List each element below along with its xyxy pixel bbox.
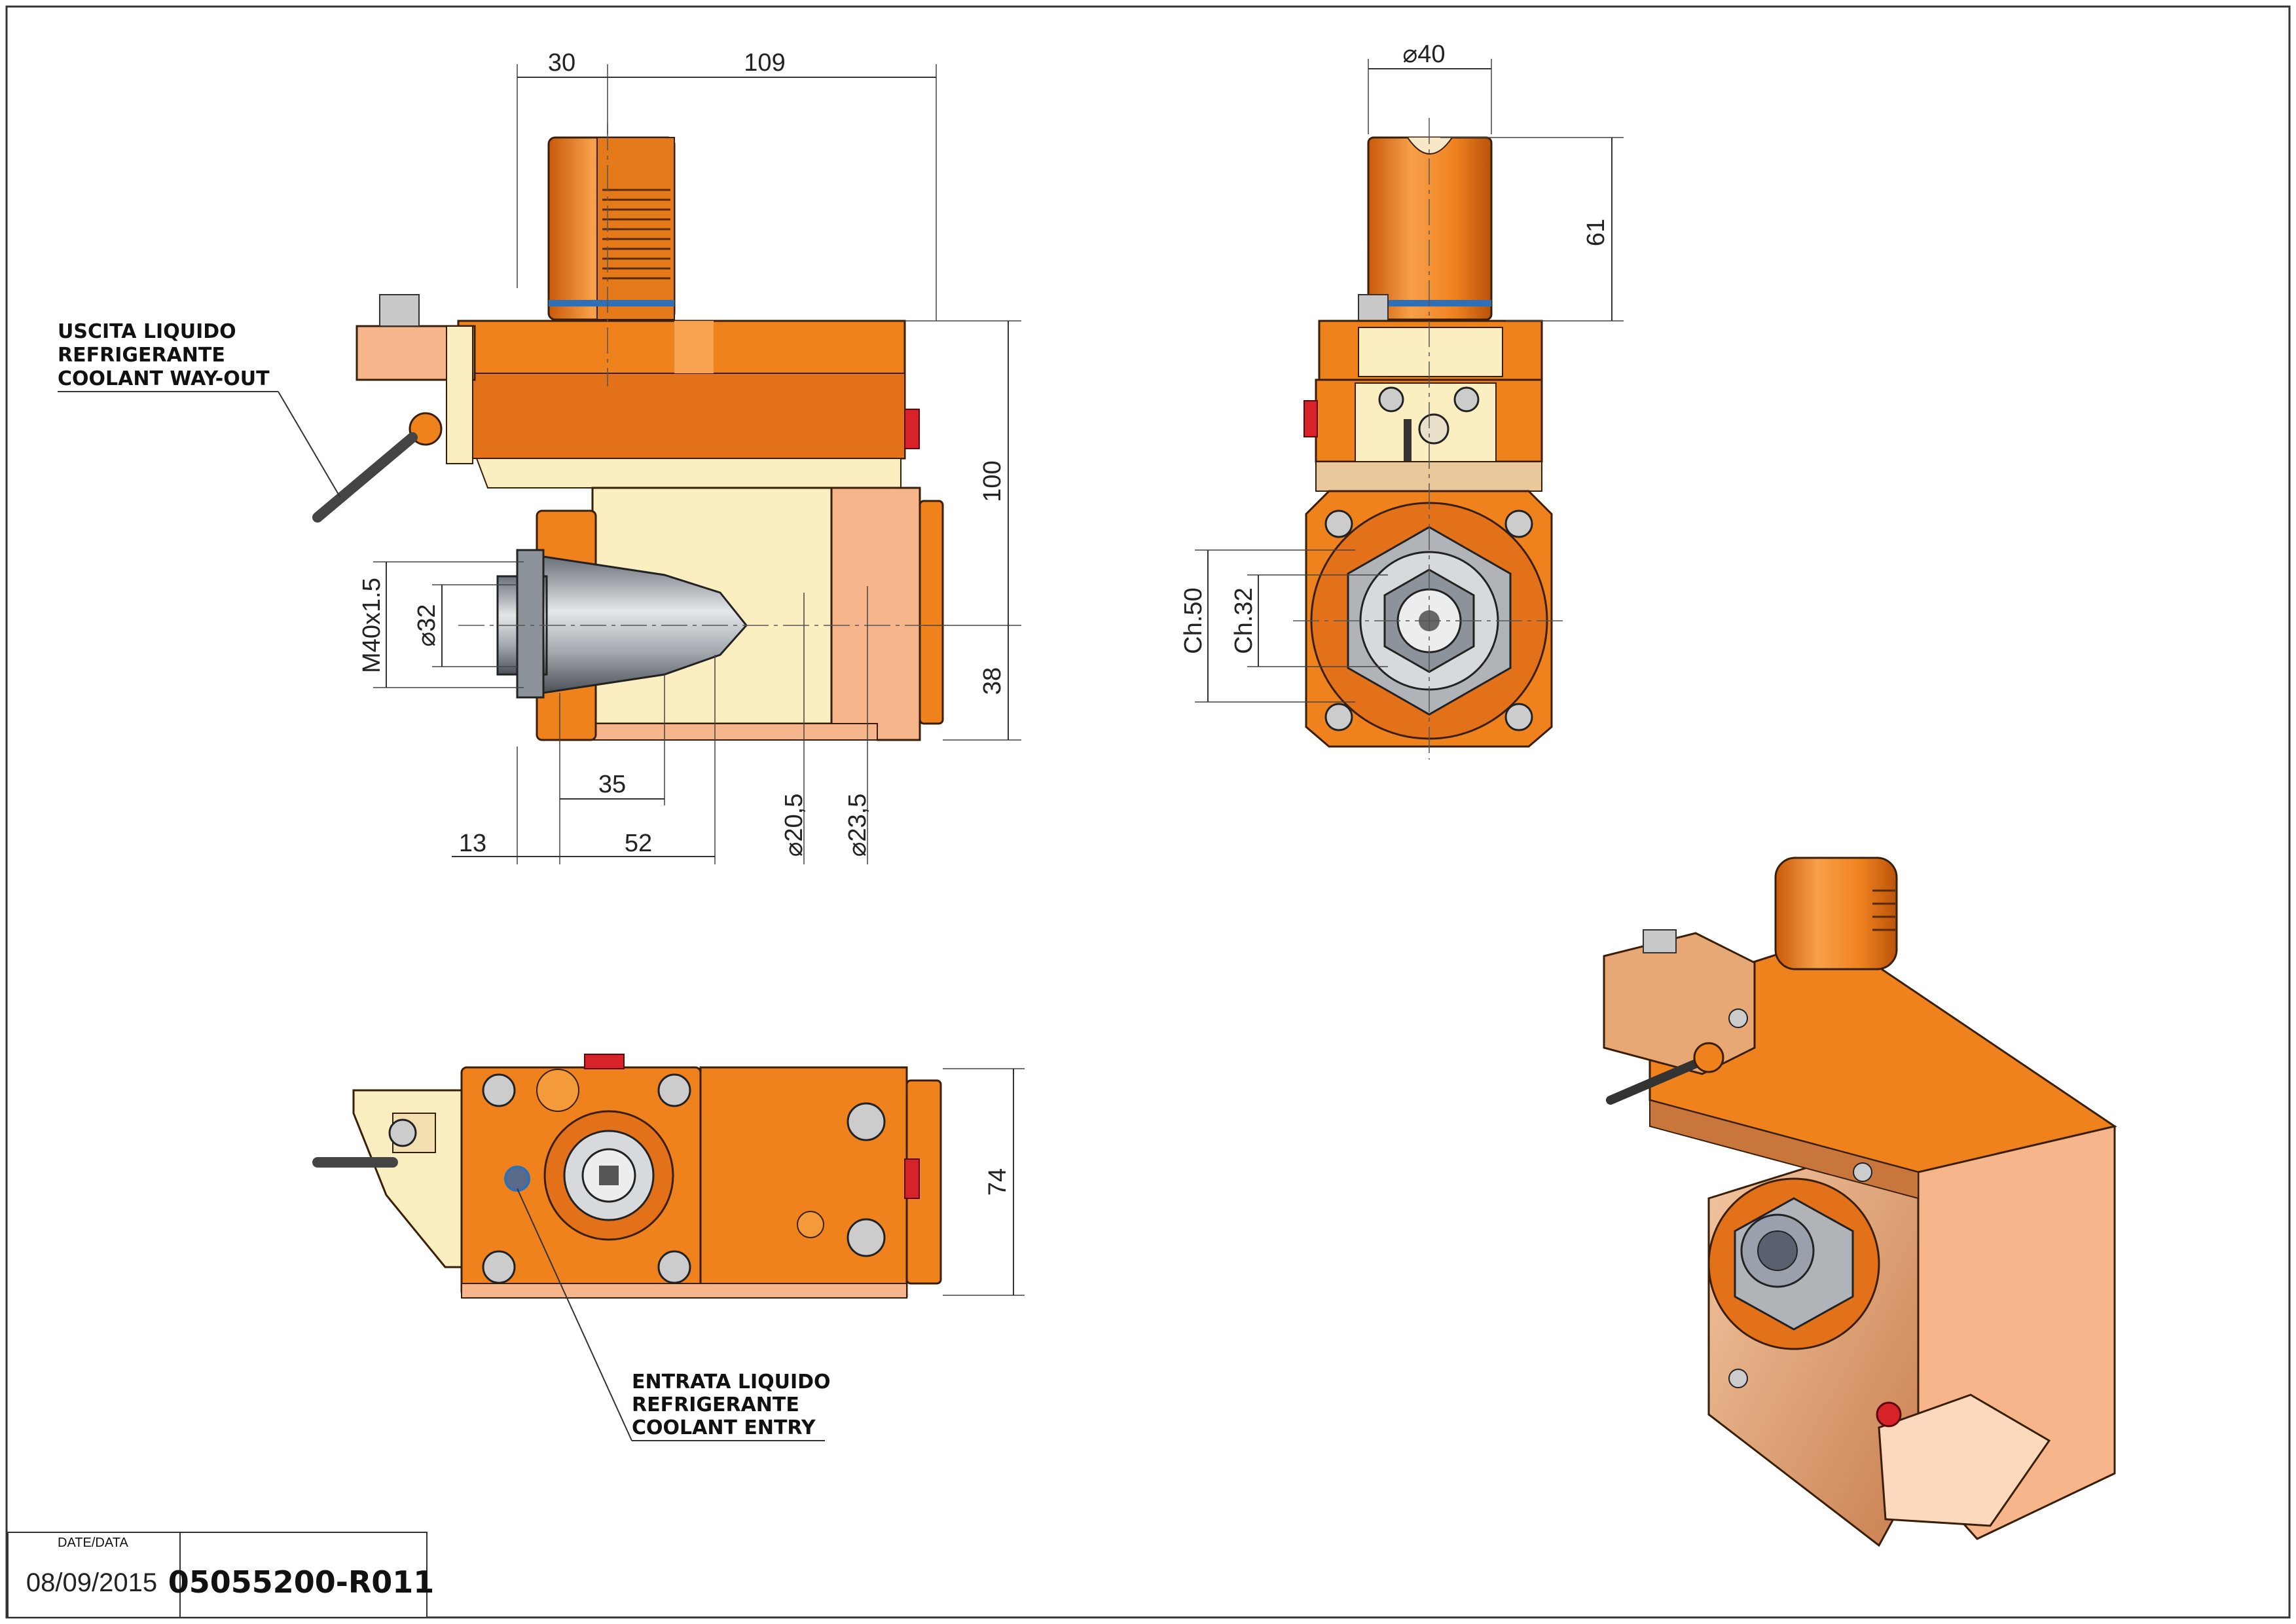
note-in-line2: REFRIGERANTE: [632, 1393, 799, 1416]
top-view-dimensions: 74: [943, 1068, 1025, 1296]
title-block: DATE/DATA 08/09/2015 05055200-R011: [7, 1532, 435, 1618]
dim-ch50: Ch.50: [1180, 587, 1207, 654]
date-value: 08/09/2015: [26, 1568, 157, 1597]
dim-dia32: ⌀32: [413, 604, 441, 646]
front-red-plug: [1303, 400, 1318, 437]
note-in-line1: ENTRATA LIQUIDO: [632, 1371, 831, 1393]
top-view: [312, 1054, 942, 1299]
dim-74: 74: [984, 1168, 1011, 1196]
dim-ch32: Ch.32: [1230, 587, 1258, 654]
dim-35: 35: [598, 771, 626, 798]
date-label: DATE/DATA: [58, 1536, 128, 1550]
dim-52: 52: [625, 830, 652, 857]
note-out-line2: REFRIGERANTE: [58, 344, 225, 367]
isometric-view: [1603, 857, 2117, 1547]
front-shank: [1367, 136, 1493, 321]
drawing-code: 05055200-R011: [168, 1564, 435, 1600]
dim-thread: M40x1.5: [358, 578, 386, 673]
note-coolant-entry: ENTRATA LIQUIDO REFRIGERANTE COOLANT ENT…: [517, 1188, 831, 1441]
front-view-dimensions: ⌀40 61 Ch.50 Ch.32: [1180, 41, 1624, 703]
dim-dia40: ⌀40: [1402, 41, 1445, 68]
dim-100: 100: [979, 460, 1006, 502]
dim-13: 13: [459, 830, 486, 857]
front-view: [1293, 118, 1565, 760]
coolant-entry-port: [504, 1166, 530, 1192]
side-red-plug: [904, 409, 920, 449]
note-out-line3: COOLANT WAY-OUT: [58, 367, 270, 390]
dim-109: 109: [744, 49, 785, 77]
side-lower-housing: [475, 458, 902, 489]
dim-38: 38: [979, 667, 1006, 695]
dim-dia235: ⌀23,5: [844, 794, 871, 857]
iso-shank: [1774, 857, 1898, 970]
note-out-line1: USCITA LIQUIDO: [58, 320, 236, 343]
note-in-line3: COOLANT ENTRY: [632, 1416, 816, 1439]
side-tool-cone: [542, 555, 748, 694]
shank-serration: [602, 189, 670, 280]
drawing-border: [5, 5, 2291, 1619]
note-coolant-out: USCITA LIQUIDO REFRIGERANTE COOLANT WAY-…: [58, 320, 341, 498]
dim-61: 61: [1582, 219, 1610, 246]
dim-30: 30: [548, 49, 575, 77]
side-view-dimensions: 30 109 100 38 M40x1.5 ⌀32 35 13 52 ⌀20,5…: [358, 49, 1021, 864]
side-view: [312, 124, 944, 741]
dim-dia205: ⌀20,5: [780, 794, 808, 857]
coolant-nozzle: [409, 412, 443, 446]
